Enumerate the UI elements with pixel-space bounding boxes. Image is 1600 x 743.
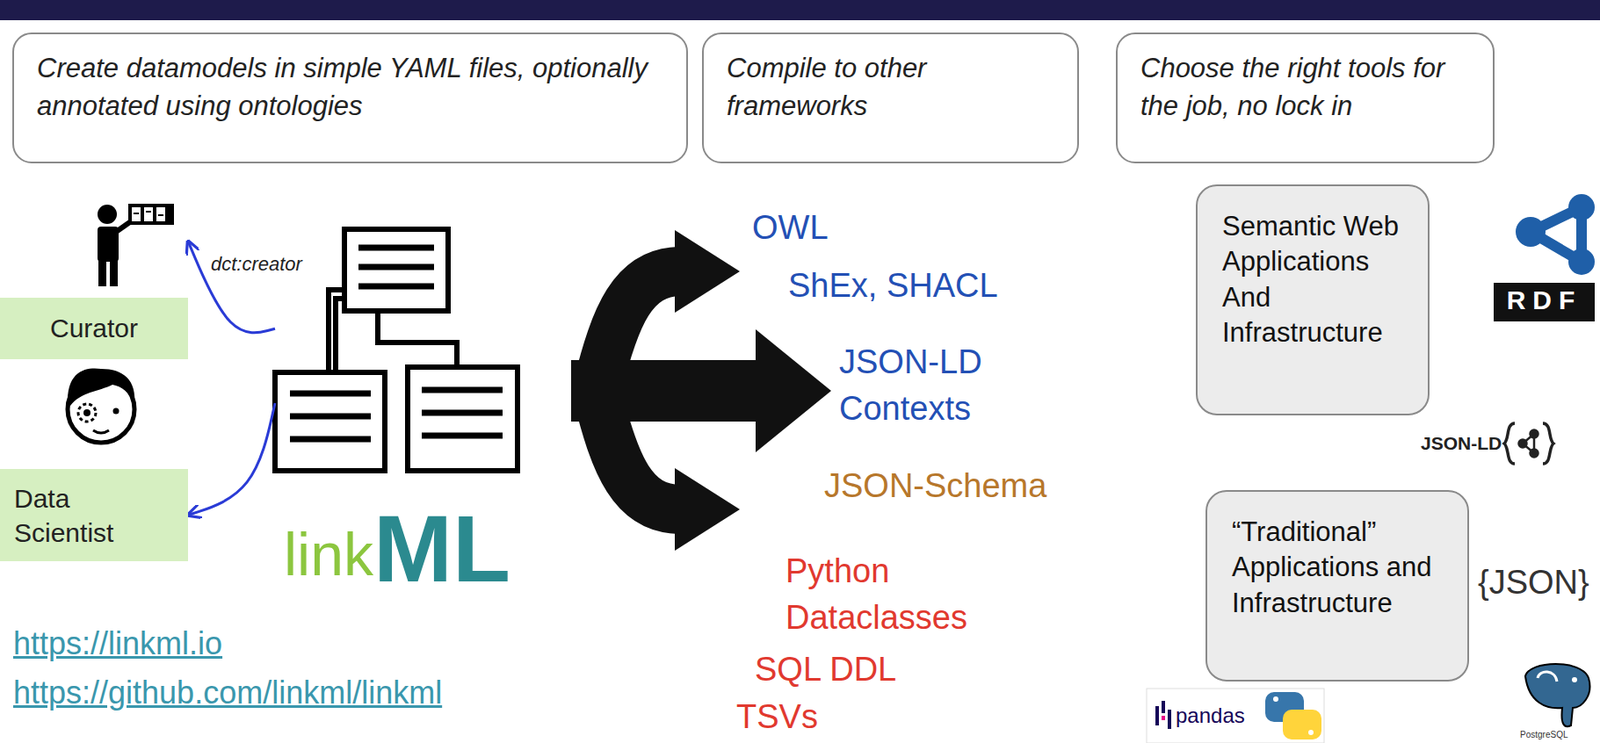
box-text: Choose the right tools for the job, no l… xyxy=(1140,50,1470,126)
rdf-dot xyxy=(1568,248,1595,276)
url-link: https://github.com/linkml/linkml xyxy=(13,674,442,711)
face-gear xyxy=(78,404,96,422)
role-box: Curator xyxy=(0,197,189,360)
intro-box: Create datamodels in simple YAML files, … xyxy=(12,32,688,164)
schema-doc xyxy=(275,372,385,471)
pandas-logo xyxy=(1146,688,1325,743)
logo-card xyxy=(1146,688,1325,743)
face-mouth xyxy=(93,430,109,434)
elephant-ear xyxy=(1537,672,1557,682)
rdf-dot xyxy=(1515,217,1546,247)
box-text: “Traditional” Applications and Infrastru… xyxy=(1231,514,1454,622)
brace xyxy=(1504,423,1515,464)
connector-arrow xyxy=(188,403,276,515)
format-name: OWL xyxy=(752,209,829,248)
jsonld-dot xyxy=(1519,440,1527,448)
box-text: Create datamodels in simple YAML files, … xyxy=(36,50,664,126)
python-eye xyxy=(1273,696,1279,703)
title-bar xyxy=(0,0,1600,21)
format-name: ShEx, SHACL xyxy=(788,267,999,306)
jsonld-logo xyxy=(1504,423,1554,464)
jsonld-dot xyxy=(1530,430,1538,438)
rdf-dot xyxy=(1568,194,1595,221)
python-part xyxy=(1282,709,1322,740)
pandas-bar xyxy=(1167,709,1172,730)
intro-box: Choose the right tools for the job, no l… xyxy=(1115,32,1495,164)
brace xyxy=(1542,423,1554,464)
logo-text: {JSON} xyxy=(1477,564,1590,603)
elephant-head xyxy=(1525,664,1590,727)
pandas-bar xyxy=(1155,706,1159,726)
platform-box: Semantic Web Applications And Infrastruc… xyxy=(1195,184,1430,416)
arrow-head xyxy=(674,230,740,313)
python-eye xyxy=(1308,730,1314,736)
box-text: Compile to other frameworks xyxy=(726,50,1055,126)
schema-row xyxy=(289,247,503,440)
postgres-logo xyxy=(1525,664,1590,727)
format-name: TSVs xyxy=(736,698,819,738)
scientist-face xyxy=(67,368,135,443)
face-eye xyxy=(113,408,120,415)
elephant-eye xyxy=(1571,677,1578,683)
format-name: JSON-LD Contexts xyxy=(839,339,1042,433)
format-name: Python Dataclasses xyxy=(785,548,997,642)
pandas-bar xyxy=(1161,701,1166,714)
schema-doc xyxy=(407,367,518,471)
edge-label: dct:creator xyxy=(209,253,305,276)
rdf-logo xyxy=(1493,194,1595,322)
logo-text: ML xyxy=(373,501,511,597)
intro-box: Compile to other frameworks xyxy=(702,32,1079,164)
face-gear-eye xyxy=(83,409,91,417)
box-text: Semantic Web Applications And Infrastruc… xyxy=(1222,209,1414,351)
logo-text: pandas xyxy=(1175,703,1246,729)
format-name: JSON-Schema xyxy=(824,467,1047,507)
box-text: Curator xyxy=(0,297,189,360)
platform-box: “Traditional” Applications and Infrastru… xyxy=(1205,490,1470,682)
logo-text: RDF xyxy=(1493,285,1595,317)
logo-text: link xyxy=(283,524,374,585)
pandas-bar xyxy=(1161,716,1166,721)
box-text: Data Scientist xyxy=(14,481,171,551)
schema-logo: linkML xyxy=(275,229,522,602)
face-hair xyxy=(67,368,135,406)
arrow-head xyxy=(674,468,740,551)
role-box: Data Scientist xyxy=(0,469,189,562)
rdf-band xyxy=(1493,282,1595,322)
jsonld-dot xyxy=(1530,449,1538,457)
format-name: SQL DDL xyxy=(754,651,897,690)
logo-text: JSON-LD xyxy=(1420,433,1502,455)
arrow-head xyxy=(755,329,832,453)
schema-icon xyxy=(275,229,518,471)
arrow-stem xyxy=(571,360,765,422)
url-link: https://linkml.io xyxy=(13,625,223,662)
logo-text: PostgreSQL xyxy=(1520,730,1568,741)
